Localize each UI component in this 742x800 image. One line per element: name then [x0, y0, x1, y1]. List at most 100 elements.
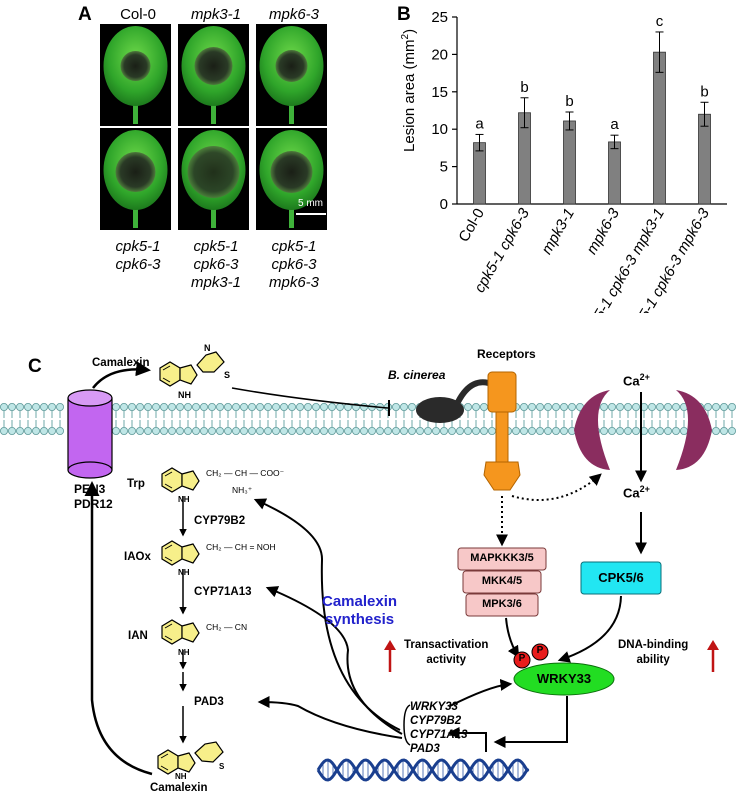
membrane-lipid [656, 426, 665, 435]
membrane-lipid [239, 426, 248, 435]
membrane-lipid [512, 426, 521, 435]
membrane-lipid [175, 426, 184, 435]
membrane-lipid [544, 426, 553, 435]
membrane-lipid [167, 426, 176, 435]
membrane-lipid [32, 402, 41, 411]
membrane-lipid [359, 402, 368, 411]
membrane-lipid [431, 426, 440, 435]
significance-letter: a [610, 116, 619, 133]
membrane-lipid [231, 402, 240, 411]
membrane-lipid [536, 426, 545, 435]
membrane-lipid [672, 426, 681, 435]
membrane-lipid [656, 402, 665, 411]
phospho-1-label: P [518, 653, 526, 664]
wrky-to-dna-arrow [493, 696, 568, 748]
camalexin-top-s: S [224, 370, 231, 380]
trp-label: Trp [127, 478, 145, 490]
membrane-lipid [407, 402, 416, 411]
panel-c-letter: C [28, 356, 42, 377]
dna-strand [316, 758, 530, 782]
top-label-col0: Col-0 [120, 6, 156, 23]
membrane-lipid [7, 402, 16, 411]
camalexin-to-transporter-arrow [84, 481, 153, 776]
membrane-lipid [415, 426, 424, 435]
y-tick-label: 15 [431, 84, 448, 101]
camalexin-top-structure [159, 351, 225, 387]
y-tick-label: 25 [431, 9, 448, 26]
membrane-lipid [728, 426, 737, 435]
membrane-lipid [463, 426, 472, 435]
membrane-lipid [215, 426, 224, 435]
membrane-lipid [287, 426, 296, 435]
genes-to-pad3-arrow [257, 696, 403, 739]
up-arrow-transactivation-head [384, 640, 396, 650]
enzyme-pad3: PAD3 [194, 696, 224, 708]
leaf-cpk5-cpk6-mpk6 [256, 128, 327, 230]
leaf-cpk5-cpk6-mpk3 [178, 128, 249, 230]
membrane-lipid [127, 402, 136, 411]
significance-letter: c [656, 13, 664, 30]
membrane-lipid [479, 402, 488, 411]
membrane-lipid [303, 426, 312, 435]
membrane-lipid [279, 402, 288, 411]
trp-chain: CH₂ — CH — COO⁻ [206, 468, 285, 478]
ian-chain: CH₂ — CN [206, 622, 248, 632]
membrane-lipid [351, 426, 360, 435]
membrane-lipid [48, 426, 57, 435]
membrane-lipid [319, 426, 328, 435]
leaf-mpk6-3 [256, 24, 327, 126]
membrane-lipid [287, 402, 296, 411]
membrane-lipid [648, 426, 657, 435]
panel-b-letter: B [397, 4, 411, 25]
membrane-lipid [223, 426, 232, 435]
enzyme-cyp79b2: CYP79B2 [194, 515, 246, 527]
membrane-lipid [712, 402, 721, 411]
membrane-lipid [0, 402, 8, 411]
membrane-lipid [471, 402, 480, 411]
membrane-lipid [263, 402, 272, 411]
membrane-lipid [23, 426, 32, 435]
membrane-lipid [191, 402, 200, 411]
leaf-col0 [100, 24, 171, 126]
iaox-chain: CH₂ — CH = NOH [206, 542, 276, 552]
wrky33-label: WRKY33 [536, 671, 592, 686]
significance-letter: b [520, 79, 528, 96]
dna-strand [316, 758, 530, 782]
membrane-lipid [399, 402, 408, 411]
membrane-lipid [536, 402, 545, 411]
membrane-lipid [455, 426, 464, 435]
membrane-lipid [263, 426, 272, 435]
membrane-lipid [120, 402, 129, 411]
membrane-lipid [608, 402, 617, 411]
membrane-lipid [343, 426, 352, 435]
membrane-lipid [664, 402, 673, 411]
membrane-lipid [616, 402, 625, 411]
membrane-lipid [632, 402, 641, 411]
b-cinerea-label: B. cinerea [388, 368, 446, 382]
membrane-lipid [720, 402, 729, 411]
membrane-lipid [120, 426, 129, 435]
cpk-box [580, 561, 662, 595]
membrane-lipid [528, 402, 537, 411]
membrane-lipid [247, 426, 256, 435]
pen3-pdr12-transporter [67, 389, 113, 479]
membrane-lipid [375, 426, 384, 435]
membrane-lipid [672, 402, 681, 411]
membrane-lipid [624, 402, 633, 411]
membrane-lipid [112, 426, 121, 435]
membrane-lipid [560, 426, 569, 435]
ca-mid-label: Ca2+ [623, 484, 650, 501]
membrane-lipid [423, 426, 432, 435]
iaox-nh: NH [178, 568, 190, 577]
enzyme-cyp71a13: CYP71A13 [194, 586, 252, 598]
camalexin-top-nh: NH [178, 390, 191, 400]
membrane-lipid [247, 402, 256, 411]
membrane-lipid [23, 402, 32, 411]
membrane-lipid [528, 426, 537, 435]
membrane-lipid [616, 426, 625, 435]
membrane-lipid [552, 426, 561, 435]
